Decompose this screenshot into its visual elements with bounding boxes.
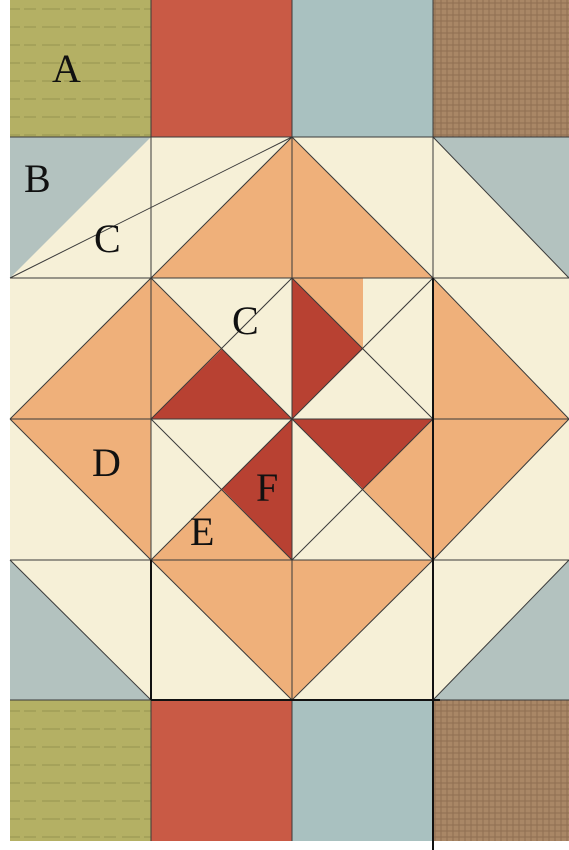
label-d: D [92, 440, 121, 485]
label-c-top: C [94, 216, 121, 261]
square-blue-floral-top [292, 0, 433, 137]
label-e: E [190, 509, 214, 554]
label-f: F [256, 465, 278, 510]
square-brown-plaid-top [433, 0, 569, 137]
square-blue-floral-bottom [292, 700, 433, 841]
square-brown-plaid-bottom [433, 700, 569, 841]
label-c-center: C [232, 298, 259, 343]
square-red-floral-bottom [151, 700, 292, 841]
row-top-squares [10, 0, 569, 137]
square-green-print-bottom [10, 700, 151, 841]
label-a: A [52, 46, 81, 91]
row-bottom-squares [10, 700, 569, 841]
label-b: B [24, 156, 51, 201]
square-red-floral-top [151, 0, 292, 137]
